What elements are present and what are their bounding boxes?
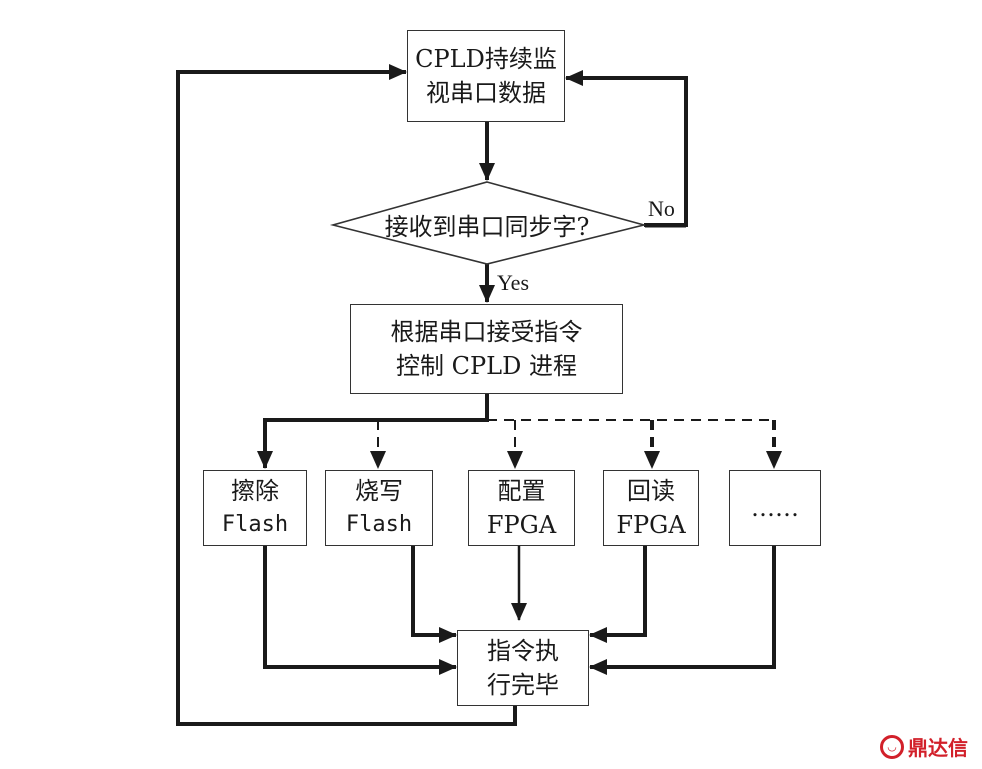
- node-more: ……: [729, 470, 821, 546]
- watermark-logo-icon: ◡: [880, 734, 904, 759]
- node-monitor: CPLD持续监 视串口数据: [407, 30, 565, 122]
- node-erase-flash: 擦除 Flash: [203, 470, 307, 546]
- node-done-line1: 指令执: [487, 637, 559, 665]
- node-control-line2: 控制 CPLD 进程: [396, 352, 577, 380]
- decision-diamond: [329, 181, 648, 265]
- node-more-line1: ……: [751, 494, 799, 522]
- node-erase-line2: Flash: [221, 512, 289, 537]
- node-readback-fpga: 回读 FPGA: [603, 470, 699, 546]
- node-config-fpga: 配置 FPGA: [468, 470, 575, 546]
- node-config-line1: 配置: [497, 477, 546, 505]
- node-monitor-line2: 视串口数据: [426, 79, 546, 107]
- node-write-line2: Flash: [345, 512, 413, 537]
- node-done: 指令执 行完毕: [457, 630, 589, 706]
- node-monitor-line1: CPLD持续监: [415, 45, 557, 73]
- edge-write-to-done: [411, 546, 457, 643]
- edge-done-loop: [176, 64, 517, 726]
- edge-label-yes: Yes: [497, 270, 530, 295]
- node-readback-line1: 回读: [627, 477, 675, 505]
- node-write-line1: 烧写: [355, 477, 403, 505]
- watermark-text: 鼎达信: [908, 736, 968, 760]
- edge-readback-to-done: [589, 546, 647, 643]
- node-decision-text: 接收到串口同步字?: [384, 213, 590, 241]
- edge-control-to-erase: [257, 394, 489, 469]
- edge-more-to-done: [589, 546, 776, 675]
- node-erase-line1: 擦除: [231, 477, 279, 505]
- node-write-flash: 烧写 Flash: [325, 470, 433, 546]
- node-done-line2: 行完毕: [487, 671, 559, 699]
- node-control-line1: 根据串口接受指令: [390, 318, 583, 346]
- watermark-logo: ◡ 鼎达信: [880, 732, 968, 761]
- node-readback-line2: FPGA: [616, 511, 686, 539]
- edge-erase-to-done: [263, 546, 457, 675]
- edge-label-no: No: [648, 196, 675, 221]
- node-config-line2: FPGA: [486, 511, 557, 539]
- node-control: 根据串口接受指令 控制 CPLD 进程: [350, 304, 623, 394]
